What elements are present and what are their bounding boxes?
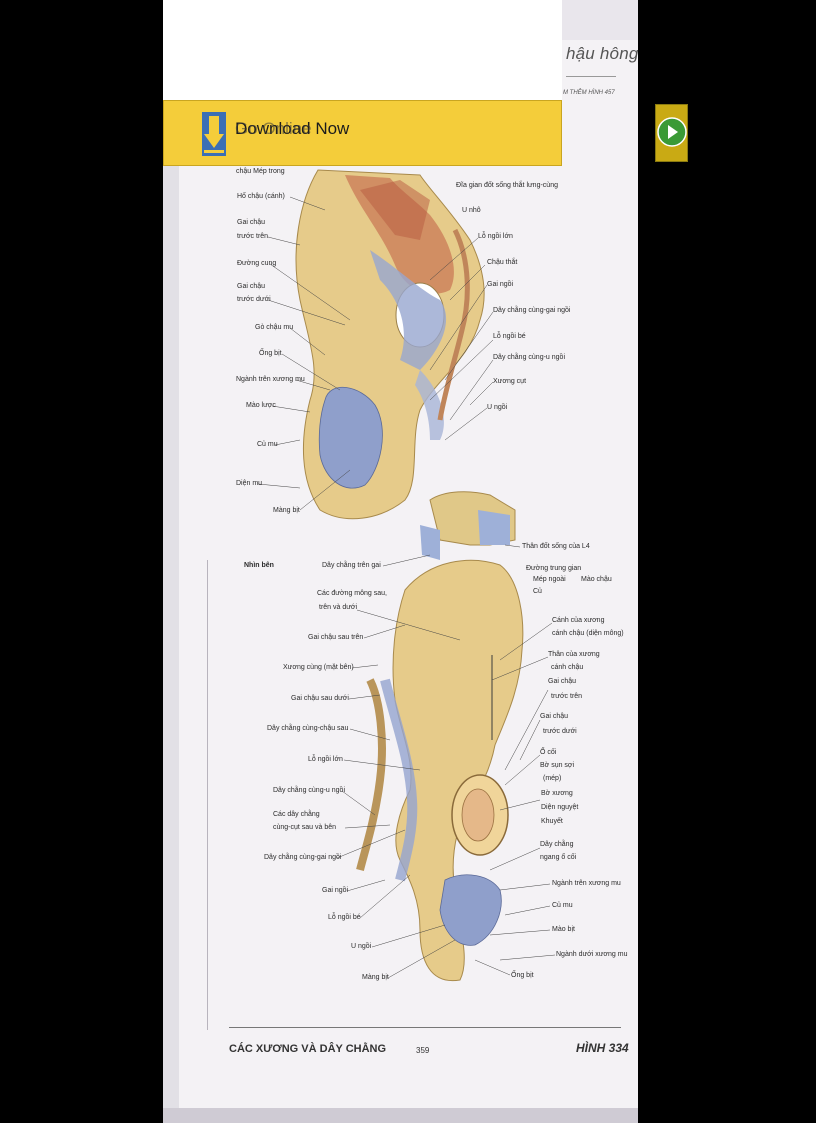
anatomy-label: trên và dưới (319, 604, 358, 611)
anatomy-label: Ống bịt (259, 350, 282, 357)
anatomy-label: Dây chằng cùng-gai ngồi (493, 307, 571, 314)
anatomy-label: Bờ xương (541, 790, 573, 797)
anatomy-label: Mào bịt (552, 926, 575, 933)
figure-number: HÌNH 334 (576, 1041, 629, 1055)
anatomy-label: Dây chằng cùng-chậu sau (267, 725, 349, 732)
anatomy-label: Gai ngồi (322, 887, 349, 894)
anatomy-label: cánh chậu (diện mông) (552, 630, 624, 637)
anatomy-label: Xương cụt (493, 378, 527, 385)
anatomy-label: Đĩa gian đốt sống thắt lưng-cùng (456, 182, 558, 189)
anatomy-label: Xương cùng (mặt bên) (283, 664, 354, 671)
anatomy-label: Dây chằng (540, 841, 574, 848)
anatomy-label: Chậu thắt (487, 259, 518, 266)
anatomy-label: Ngành trên xương mu (552, 880, 621, 887)
anatomy-label: Mép ngoài (533, 576, 566, 583)
anatomy-label: Các dây chằng (273, 811, 320, 818)
anatomy-label: Củ (533, 588, 542, 595)
anatomy-label: Gai chậu sau trên (308, 634, 364, 641)
anatomy-label: cánh chậu (551, 664, 584, 671)
anatomy-label: Khuyết (541, 818, 563, 825)
chapter-title: hậu hông (566, 44, 639, 63)
anatomy-label: cùng-cụt sau và bên (273, 824, 337, 831)
anatomy-label: Lỗ ngồi bé (328, 914, 361, 921)
anatomy-label: Gai chậu (540, 713, 569, 720)
anatomy-label: trước dưới (543, 728, 577, 735)
anatomy-label: Các đường mông sau, (317, 590, 387, 597)
anatomy-label: chậu Mép trong (236, 168, 285, 175)
anatomy-label: Ngành dưới xương mu (556, 951, 628, 958)
anatomy-label: Gai ngồi (487, 281, 514, 288)
page-gutter-line (207, 560, 208, 1030)
chapter-subtitle: M THÊM HÌNH 457 (563, 90, 615, 96)
next-button[interactable] (655, 104, 688, 162)
anatomy-label: U ngồi (487, 404, 508, 411)
anatomy-label: Lỗ ngồi lớn (478, 233, 513, 240)
download-arrow-icon (202, 112, 226, 156)
anatomy-label: Dây chằng cùng-gai ngồi (264, 854, 342, 861)
anatomy-label: ngang ổ cối (540, 854, 577, 861)
leader-lines-top (257, 196, 494, 511)
play-arrow-icon (657, 117, 687, 147)
anatomy-label: Thân của xương (548, 651, 600, 658)
anatomy-label: Diện nguyệt (541, 804, 579, 811)
anatomy-label: trước trên (551, 693, 583, 700)
anatomy-label: Ổ cối (540, 749, 557, 756)
anatomy-label: Thân đốt sống của L4 (522, 543, 590, 550)
footer-rule (229, 1027, 621, 1028)
anatomy-label: Đường trung gian (526, 565, 582, 572)
anatomy-label: Màng bịt (362, 974, 389, 981)
anatomy-label: Gai chậu sau dưới (291, 695, 349, 702)
leader-lines-bottom (336, 544, 556, 979)
anatomy-label: Gai chậu (237, 219, 266, 226)
anatomy-label: Cánh của xương (552, 617, 605, 624)
anatomy-label: U ngồi (351, 943, 372, 950)
page-number: 359 (416, 1046, 430, 1055)
anatomy-label: Dây chằng cùng-u ngồi (493, 354, 565, 361)
anatomy-label: Hố chậu (cánh) (237, 193, 285, 200)
anatomy-label: trước dưới (237, 296, 271, 303)
page-bottom-strip (163, 1108, 638, 1123)
pelvis-figure-medial (295, 169, 485, 520)
anatomy-label: Củ mu (552, 902, 573, 909)
anatomy-label: Mào lược (246, 402, 276, 409)
anatomy-label: Bờ sụn sợi (540, 762, 575, 769)
anatomy-label: Diện mu (236, 480, 263, 487)
anatomy-label: Dây chằng cùng-u ngồi (273, 787, 345, 794)
anatomy-label: Màng bịt (273, 507, 300, 514)
header-rule (566, 76, 616, 77)
anatomy-label: Lỗ ngồi bé (493, 333, 526, 340)
footer-section-title: CÁC XƯƠNG VÀ DÂY CHẰNG (229, 1043, 387, 1055)
download-now-label: Download Now (235, 119, 350, 138)
blank-ad-area (163, 0, 562, 100)
anatomy-label: Ống bịt (511, 972, 534, 979)
anatomy-label: Củ mu (257, 441, 278, 448)
page-left-margin (163, 0, 179, 1123)
anatomy-label: (mép) (543, 775, 562, 782)
anatomy-label: Đường cung (237, 260, 277, 267)
anatomy-label: trước trên (237, 233, 269, 240)
pelvis-figure-lateral (356, 491, 524, 982)
anatomy-label: Gai chậu (237, 283, 266, 290)
anatomy-label: Gai chậu (548, 678, 577, 685)
download-banner[interactable]: Go Online Download Now (163, 100, 562, 166)
go-online-text: Go Online (235, 119, 312, 138)
anatomy-label: Lỗ ngồi lớn (308, 756, 343, 763)
anatomy-label: Mào chậu (581, 576, 612, 583)
view-label: Nhìn bên (244, 562, 274, 569)
anatomy-label: U nhô (462, 207, 481, 214)
anatomy-label: Gò chậu mu (255, 324, 294, 331)
download-now-link[interactable]: Go Online Download Now (235, 119, 349, 139)
anatomy-label: Dây chằng trên gai (322, 562, 381, 569)
anatomy-label: Ngành trên xương mu (236, 376, 305, 383)
